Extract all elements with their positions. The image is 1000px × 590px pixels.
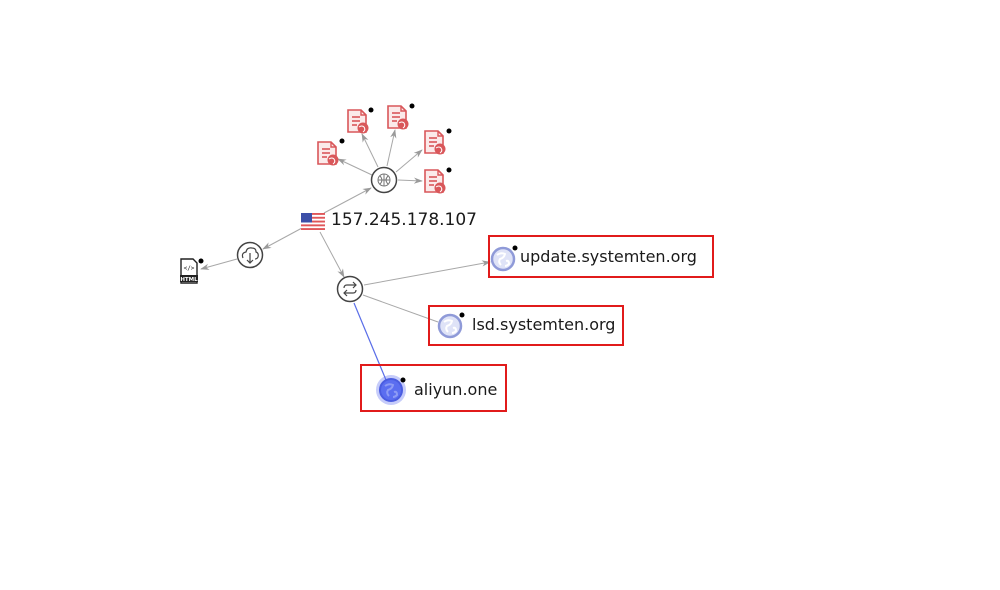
domain-label-update[interactable]: update.systemten.org: [520, 247, 697, 266]
svg-text:HTML: HTML: [180, 277, 198, 283]
malicious-file-icon[interactable]: [317, 141, 340, 167]
us-flag-icon: [301, 213, 325, 230]
html-file-icon[interactable]: </> HTML: [180, 258, 204, 284]
domain-label-aliyun[interactable]: aliyun.one: [414, 380, 498, 399]
ip-network-icon[interactable]: [370, 166, 398, 194]
cloud-download-icon[interactable]: [236, 241, 264, 269]
malicious-file-icon[interactable]: [424, 169, 447, 195]
edges: [200, 129, 491, 381]
swap-arrows-icon[interactable]: [336, 275, 364, 303]
highlight-box-update: [488, 235, 714, 278]
highlight-box-aliyun: [360, 364, 507, 412]
svg-text:</>: </>: [184, 265, 195, 272]
malicious-file-icon[interactable]: [424, 130, 447, 156]
malicious-file-icon[interactable]: [347, 109, 370, 135]
domain-label-lsd[interactable]: lsd.systemten.org: [472, 315, 616, 334]
highlight-box-lsd: [428, 305, 624, 346]
selected-domain-globe-icon[interactable]: [376, 375, 406, 405]
file-detection-dots: [339, 103, 452, 173]
root-ip-label[interactable]: 157.245.178.107: [331, 210, 478, 230]
malicious-file-icon[interactable]: [387, 105, 410, 131]
